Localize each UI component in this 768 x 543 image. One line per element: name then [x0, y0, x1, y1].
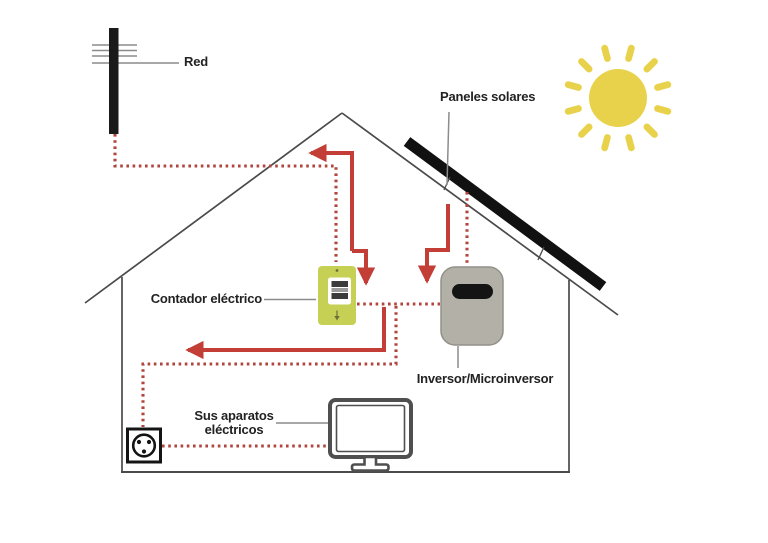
- inverter-body: [440, 266, 504, 346]
- grid-import-dotted-line: [113, 134, 338, 262]
- monitor-frame: [328, 398, 413, 459]
- inverter-slot: [452, 284, 493, 299]
- panel-to-inverter-arrow: [417, 204, 450, 284]
- outlet-icon: [126, 427, 162, 464]
- electric-meter-icon: [264, 266, 356, 325]
- grid-export-arrow: [308, 143, 354, 251]
- pole: [109, 28, 119, 134]
- inverter-icon: [440, 266, 504, 368]
- sun-body: [589, 69, 647, 127]
- house-wiring-dotted-line: [141, 306, 398, 427]
- outlet-pin-hole: [146, 439, 152, 445]
- solar-panels-label: Paneles solares: [440, 89, 536, 104]
- meter-top-dot: [335, 269, 339, 272]
- roof-right-line: [341, 112, 619, 316]
- utility-pole-icon: [92, 28, 179, 134]
- meter-feed-arrow: [352, 249, 376, 286]
- solar-panel-icon: [403, 111, 607, 291]
- energy-flows: [113, 134, 469, 448]
- house-outline: [84, 112, 619, 473]
- solar-panels-label-line: [446, 111, 450, 186]
- grid-label: Red: [184, 54, 208, 69]
- panel-bar: [403, 137, 607, 291]
- roof-left-line: [84, 112, 343, 304]
- outlet-pin-hole: [141, 449, 147, 454]
- sun-rays: [564, 44, 672, 152]
- meter-bar: [331, 288, 348, 292]
- monitor-screen: [335, 404, 406, 453]
- appliances-label: Sus aparatos eléctricos: [194, 408, 274, 438]
- meter-bottom-arrowhead: [334, 316, 340, 321]
- outlet-pin-hole: [136, 439, 142, 445]
- sun-icon: [564, 44, 672, 152]
- meter-bar: [331, 281, 348, 287]
- meter-to-house-arrow: [185, 307, 386, 360]
- panel-support: [537, 246, 545, 261]
- meter-bar: [331, 293, 348, 299]
- meter-label: Contador eléctrico: [150, 291, 262, 306]
- inverter-label: Inversor/Microinversor: [416, 371, 554, 386]
- monitor-stand: [350, 455, 390, 472]
- monitor-icon: [276, 398, 413, 472]
